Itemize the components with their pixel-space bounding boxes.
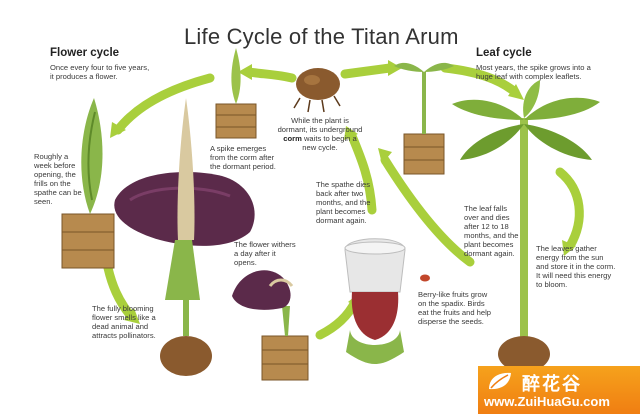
leaf-cycle-heading: Leaf cycle [476,47,532,59]
arrow-corm-to-sprout [340,63,395,79]
dormant-text-before: While the plant is dormant, its undergro… [277,116,363,134]
watermark-name: 醉花谷 [522,374,582,394]
leaf-logo-icon [489,372,511,390]
week-before-caption: Roughly a week before opening, the frill… [34,152,82,206]
leaf-energy-caption: The leaves gather energy from the sun an… [536,244,616,289]
leaf-falls-caption: The leaf falls over and dies after 12 to… [464,204,519,258]
arrow-spike-to-bud [113,73,215,135]
arrow-leaf-to-corm [380,155,475,267]
arrow-corm-to-spike [245,67,297,83]
arrow-sprout-to-leaf [440,63,520,97]
spike-caption: A spike emerges from the corm after the … [210,144,276,171]
arrow-berries-to-corm [347,131,377,215]
leaf-plant [452,80,600,372]
arrow-leaf-down [555,167,584,251]
page-title: Life Cycle of the Titan Arum [184,24,459,49]
crate-sprout [394,62,454,175]
wither-caption: The flower withers a day after it opens. [234,240,296,267]
flower-cycle-heading: Flower cycle [50,47,120,59]
watermark-url: www.ZuiHuaGu.com [484,394,610,409]
crate-bud [61,98,115,269]
berry-caption: Berry-like fruits grow on the spadix. Bi… [418,290,492,326]
crate-spike [215,48,257,139]
spathe-caption: The spathe dies back after two months, a… [316,180,371,225]
leaf-cycle-intro: Most years, the spike grows into a huge … [476,63,591,81]
flower-cycle-intro: Once every four to five years, it produc… [50,63,150,81]
dormant-caption: While the plant is dormant, its undergro… [276,116,364,152]
corm-keyword: corm [283,134,302,143]
bloom-caption: The fully blooming flower smells like a … [92,304,156,340]
berry-spadix [344,238,430,364]
dormant-corm [293,68,341,113]
cycle-arrows [103,63,584,340]
watermark-badge: 醉花谷 www.ZuiHuaGu.com [478,366,640,414]
crate-withered [232,270,309,381]
dormant-text-after: waits to begin a new cycle. [302,134,357,152]
blooming-flower [114,98,255,376]
arrow-bud-to-bloom [103,263,135,320]
arrow-wither-to-berries [315,297,360,340]
